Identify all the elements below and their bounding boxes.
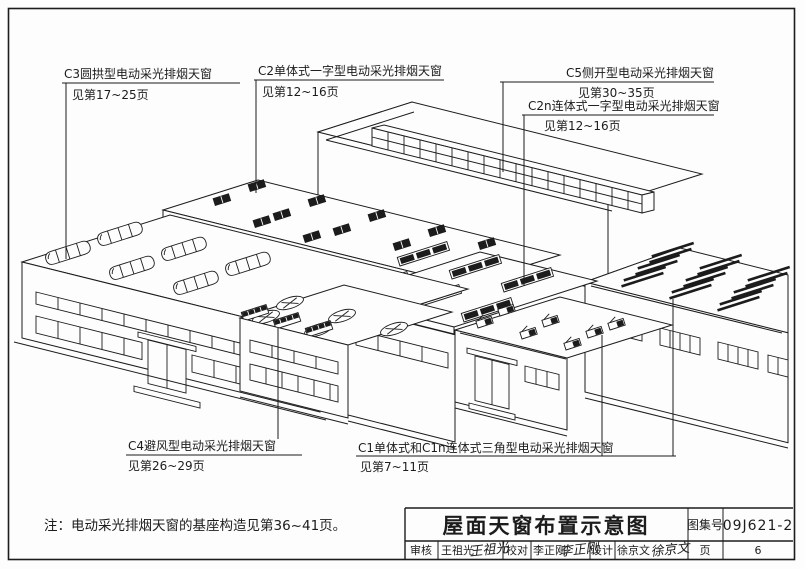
c3-callout-ref: 见第17~25页 [72, 88, 149, 102]
door-step [133, 385, 201, 409]
front-middle-hall [238, 284, 454, 419]
door-canopy [137, 331, 197, 353]
atlas-no-label: 图集号 [687, 517, 723, 532]
c1-callout-title: C1单体式和C1n连体式三角型电动采光排烟天窗 [358, 440, 614, 455]
page-no-value: 6 [755, 544, 762, 557]
c3-callout: C3圆拱型电动采光排烟天窗 见第17~25页 [62, 67, 240, 102]
c1-callout: C1单体式和C1n连体式三角型电动采光排烟天窗 见第7~11页 [356, 440, 676, 474]
c4-callout-ref: 见第26~29页 [128, 459, 205, 473]
c5-side-open-skylight [371, 124, 655, 214]
designer-name: 徐京文 [617, 543, 650, 557]
door-canopy [466, 347, 518, 367]
page-frame [7, 7, 796, 561]
designer-signature: 徐京文 [650, 540, 692, 560]
designer-label: 设计 [591, 544, 613, 557]
ground-lines [13, 341, 789, 449]
right-front-hall [453, 296, 674, 431]
c2-callout-title: C2单体式一字型电动采光排烟天窗 [258, 63, 442, 78]
c1-callout-ref: 见第7~11页 [360, 460, 429, 474]
reviewer-signature: 王祖光 [469, 541, 510, 560]
middle-entrance [466, 347, 518, 421]
c4-callout: C4避风型电动采光排烟天窗 见第26~29页 [126, 439, 302, 473]
note-text: 注：电动采光排烟天窗的基座构造见第36~41页。 [44, 517, 346, 534]
page-label: 页 [700, 544, 711, 557]
right-front-roof [453, 296, 674, 359]
c4-callout-title: C4避风型电动采光排烟天窗 [128, 439, 276, 453]
c2n-callout-ref: 见第12~16页 [544, 119, 621, 133]
checker-signature: 李正刚 [559, 541, 601, 560]
building-drawing [13, 101, 792, 449]
checker-name: 李正刚 [533, 543, 566, 557]
title-block: 屋面天窗布置示意图 图集号 09J621-2 审核 王祖光 王祖光 校对 李正刚… [404, 507, 794, 560]
c5-callout-ref: 见第30~35页 [578, 86, 655, 100]
checker-label: 校对 [506, 543, 528, 557]
c5-callout: C5侧开型电动采光排烟天窗 见第30~35页 [500, 66, 714, 100]
c2-callout-ref: 见第12~16页 [262, 85, 339, 99]
c2n-callout-title: C2n连体式一字型电动采光排烟天窗 [528, 98, 720, 113]
atlas-no-value: 09J621-2 [723, 518, 794, 534]
callout-labels: C3圆拱型电动采光排烟天窗 见第17~25页 C2单体式一字型电动采光排烟天窗 … [62, 63, 720, 474]
drawing-title: 屋面天窗布置示意图 [443, 514, 650, 538]
c5-callout-title: C5侧开型电动采光排烟天窗 [566, 66, 714, 80]
left-entrance [133, 331, 201, 409]
leader-lines [65, 80, 674, 456]
c3-callout-title: C3圆拱型电动采光排烟天窗 [64, 67, 212, 81]
c2n-callout: C2n连体式一字型电动采光排烟天窗 见第12~16页 [522, 98, 720, 133]
right-hall-roof [583, 247, 789, 334]
c2-callout: C2单体式一字型电动采光排烟天窗 见第12~16页 [254, 63, 444, 99]
door-step [468, 402, 516, 421]
reviewer-label: 审核 [410, 543, 432, 557]
reviewer-name: 王祖光 [441, 543, 474, 557]
